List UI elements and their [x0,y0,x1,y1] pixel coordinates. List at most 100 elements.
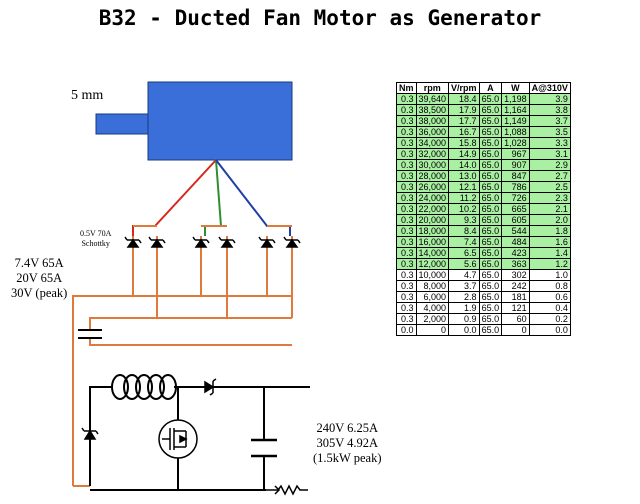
table-cell: 0.0 [528,324,571,336]
table-cell: 65.0 [478,137,503,149]
table-cell: 0.6 [528,291,571,303]
table-cell: 847 [501,170,530,182]
schottky-label: 0.5V 70A Schottky [80,229,111,249]
table-cell: 1,088 [501,126,530,138]
table-cell: 38,000 [415,115,450,127]
table-cell: 1.9 [448,302,480,314]
schottky-type: Schottky [81,239,110,248]
table-cell: 10,000 [415,269,450,281]
diode-icon [124,236,142,248]
table-cell: 17.9 [448,104,480,116]
table-cell: 16,000 [415,236,450,248]
table-cell: 1.0 [528,269,571,281]
table-cell: 2.3 [528,192,571,204]
table-cell: 15.8 [448,137,480,149]
table-cell: 0.3 [396,126,417,138]
table-cell: 2.7 [528,170,571,182]
table-cell: 0.3 [396,104,417,116]
table-cell: 65.0 [478,148,503,160]
table-cell: 10.2 [448,203,480,215]
motor [95,81,293,161]
table-cell: 38,500 [415,104,450,116]
table-cell: 0.8 [528,280,571,292]
table-cell: 967 [501,148,530,160]
table-cell: 181 [501,291,530,303]
table-cell: 3.8 [528,104,571,116]
diode-icon [218,236,236,248]
table-cell: 22,000 [415,203,450,215]
table-cell: 12,000 [415,258,450,270]
diode-icon [81,427,99,440]
table-cell: 302 [501,269,530,281]
table-cell: 0.3 [396,214,417,226]
table-cell: 65.0 [478,324,503,336]
phase-wire-red [132,159,217,236]
diode-icon [283,236,301,248]
table-cell: 605 [501,214,530,226]
table-cell: 65.0 [478,104,503,116]
table-cell: 2.1 [528,203,571,215]
table-header-row: Nm rpm V/rpm A W A@310V [396,82,571,94]
table-cell: 4.7 [448,269,480,281]
table-cell: 0.3 [396,236,417,248]
table-cell: 1.6 [528,236,571,248]
table-cell: 242 [501,280,530,292]
table-cell: 3.1 [528,148,571,160]
table-cell: 39,640 [415,93,450,105]
table-cell: 3.9 [528,93,571,105]
table-cell: 363 [501,258,530,270]
table-cell: 65.0 [478,181,503,193]
table-cell: 14,000 [415,247,450,259]
table-cell: 2.9 [528,159,571,171]
table-cell: 9.3 [448,214,480,226]
table-cell: 0.3 [396,258,417,270]
table-cell: 18,000 [415,225,450,237]
table-cell: 726 [501,192,530,204]
table-cell: 0.3 [396,291,417,303]
table-cell: 1,164 [501,104,530,116]
table-cell: 65.0 [478,247,503,259]
table-cell: 0 [501,324,530,336]
table-cell: 65.0 [478,291,503,303]
motor-body [147,81,293,161]
column-header: V/rpm [448,82,480,94]
table-cell: 1,149 [501,115,530,127]
output-rating-line: 240V 6.25A [316,421,379,435]
table-cell: 7.4 [448,236,480,248]
table-cell: 0.0 [396,324,417,336]
column-header: A@310V [528,82,571,94]
table-cell: 0.3 [396,137,417,149]
table-cell: 14.9 [448,148,480,160]
table-cell: 65.0 [478,313,503,325]
table-cell: 30,000 [415,159,450,171]
table-cell: 0.0 [448,324,480,336]
capacitor-icon [251,438,277,458]
input-rating-line: 30V (peak) [11,286,68,300]
table-cell: 0.3 [396,148,417,160]
diode-icon [192,236,210,248]
table-cell: 65.0 [478,269,503,281]
table-cell: 0.3 [396,192,417,204]
table-cell: 0.3 [396,247,417,259]
diode-icon [258,236,276,248]
table-cell: 26,000 [415,181,450,193]
table-cell: 12.1 [448,181,480,193]
table-cell: 65.0 [478,203,503,215]
table-cell: 24,000 [415,192,450,204]
table-cell: 6.5 [448,247,480,259]
column-header: A [478,82,503,94]
